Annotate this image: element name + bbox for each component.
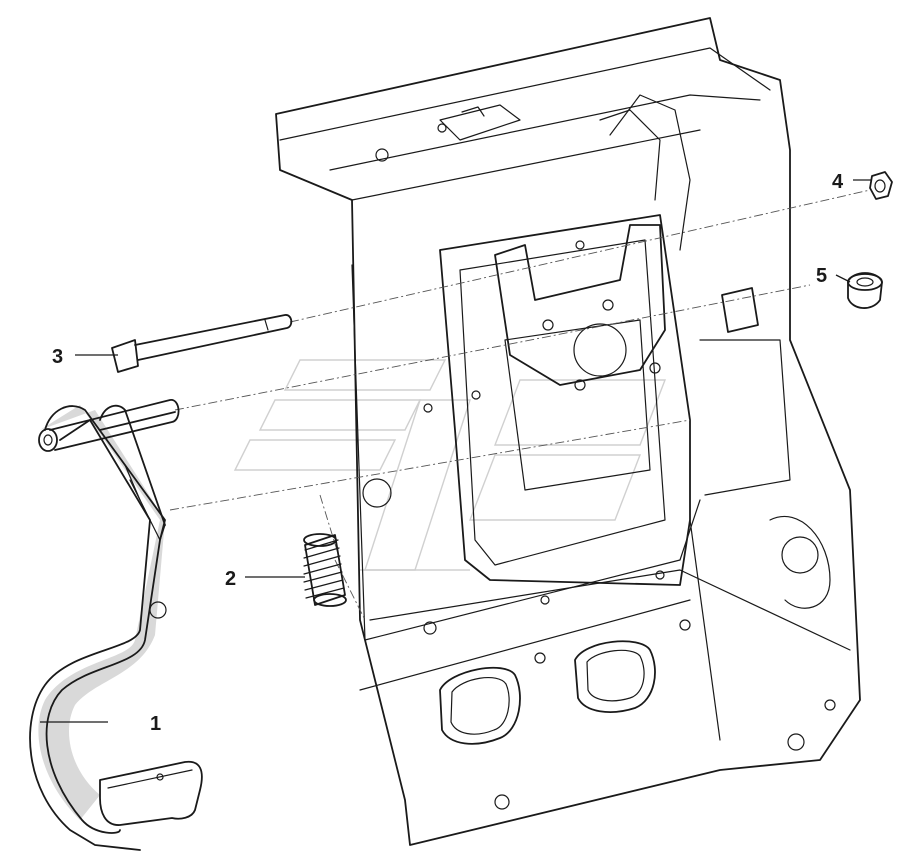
callout-leaders bbox=[40, 179, 872, 723]
callout-2: 2 bbox=[225, 568, 236, 590]
bolt bbox=[111, 314, 293, 373]
callout-5: 5 bbox=[816, 265, 827, 287]
return-spring bbox=[303, 533, 347, 607]
assembly-axis-lines bbox=[169, 189, 871, 621]
bushing bbox=[847, 272, 883, 309]
watermark-logo bbox=[233, 359, 667, 571]
callout-4: 4 bbox=[832, 171, 844, 193]
callout-1: 1 bbox=[150, 713, 161, 735]
mounting-panel bbox=[275, 17, 861, 846]
nut bbox=[869, 171, 893, 200]
callout-labels: 1 2 3 4 5 bbox=[52, 171, 844, 735]
pedal-arm bbox=[29, 399, 203, 851]
callout-3: 3 bbox=[52, 346, 63, 368]
